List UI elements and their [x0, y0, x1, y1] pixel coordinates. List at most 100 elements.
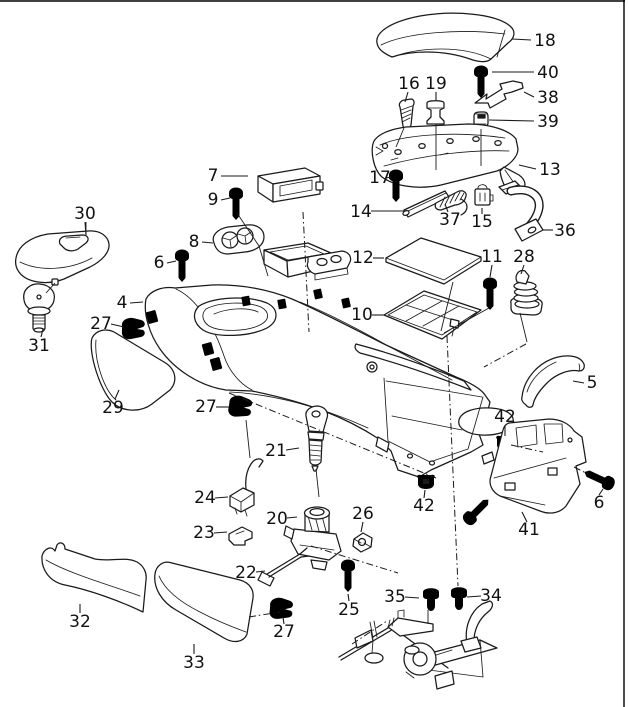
part-number[interactable]: 36 [554, 221, 576, 241]
part-label-32[interactable]: 32 [69, 604, 91, 632]
part-label-18[interactable]: 18 [511, 31, 556, 51]
part-label-33[interactable]: 33 [183, 644, 205, 673]
part-number[interactable]: 33 [183, 653, 205, 673]
part-label-28[interactable]: 28 [513, 247, 535, 275]
part-number[interactable]: 28 [513, 247, 535, 267]
part-label-17[interactable]: 17 [369, 168, 392, 188]
part-number[interactable]: 20 [266, 509, 288, 529]
part-label-24[interactable]: 24 [194, 488, 229, 508]
part-24-switch [229, 458, 264, 517]
part-label-29[interactable]: 29 [102, 389, 124, 418]
part-number[interactable]: 18 [534, 31, 556, 51]
part-4-console-body [144, 284, 514, 478]
part-label-5[interactable]: 5 [572, 373, 598, 393]
part-number[interactable]: 35 [384, 587, 406, 607]
part-number[interactable]: 39 [537, 112, 559, 132]
part-29-side-panel [90, 329, 176, 411]
leader-line [598, 488, 604, 496]
leader-line [385, 176, 392, 179]
part-label-39[interactable]: 39 [488, 112, 559, 132]
part-number[interactable]: 32 [69, 612, 91, 632]
part-number[interactable]: 10 [351, 305, 373, 325]
part-label-41[interactable]: 41 [518, 511, 540, 540]
part-number[interactable]: 29 [102, 398, 124, 418]
part-number[interactable]: 27 [273, 622, 295, 642]
leader-line [488, 119, 535, 122]
part-18-armrest-lid [376, 12, 515, 63]
part-number[interactable]: 12 [352, 248, 374, 268]
part-label-35[interactable]: 35 [384, 587, 420, 607]
part-label-38[interactable]: 38 [523, 88, 559, 108]
part-number[interactable]: 22 [235, 563, 257, 583]
part-number[interactable]: 9 [208, 190, 219, 210]
part-number[interactable]: 16 [398, 74, 420, 94]
part-number[interactable]: 4 [117, 293, 128, 313]
part-label-31[interactable]: 31 [28, 328, 50, 356]
part-label-42[interactable]: 42 [494, 407, 516, 436]
part-number[interactable]: 30 [74, 204, 96, 224]
part-label-20[interactable]: 20 [266, 509, 298, 529]
part-number[interactable]: 37 [439, 210, 461, 230]
part-number[interactable]: 5 [587, 373, 598, 393]
part-label-19[interactable]: 19 [425, 74, 447, 101]
part-30-cover [15, 230, 110, 286]
part-39-nut [473, 111, 489, 128]
part-number[interactable]: 26 [352, 504, 374, 524]
part-number[interactable]: 41 [518, 520, 540, 540]
part-label-11[interactable]: 11 [481, 247, 503, 278]
part-label-13[interactable]: 13 [518, 160, 561, 180]
part-label-36[interactable]: 36 [543, 221, 576, 241]
part-label-14[interactable]: 14 [350, 202, 404, 222]
part-number[interactable]: 19 [425, 74, 447, 94]
part-number[interactable]: 6 [594, 493, 605, 513]
part-label-9[interactable]: 9 [208, 190, 231, 210]
part-label-30[interactable]: 30 [74, 204, 96, 236]
part-label-34[interactable]: 34 [466, 586, 502, 606]
part-35-grommet [423, 588, 439, 611]
part-number[interactable]: 7 [208, 166, 219, 186]
part-label-8[interactable]: 8 [189, 232, 214, 252]
part-label-12[interactable]: 12 [352, 248, 384, 268]
part-label-21[interactable]: 21 [265, 441, 300, 461]
part-number[interactable]: 6 [154, 253, 165, 273]
part-label-23[interactable]: 23 [193, 523, 228, 543]
part-label-27[interactable]: 27 [195, 397, 229, 417]
part-label-15[interactable]: 15 [471, 208, 493, 232]
leader-line [423, 489, 426, 499]
part-label-4[interactable]: 4 [117, 293, 144, 313]
part-number[interactable]: 21 [265, 441, 287, 461]
part-number[interactable]: 15 [471, 212, 493, 232]
part-37-spring [434, 190, 468, 216]
part-number[interactable]: 14 [350, 202, 372, 222]
part-number[interactable]: 31 [28, 336, 50, 356]
part-label-27[interactable]: 27 [90, 314, 125, 334]
part-label-22[interactable]: 22 [235, 563, 266, 583]
part-number[interactable]: 13 [539, 160, 561, 180]
leader-line [214, 496, 229, 499]
part-label-26[interactable]: 26 [352, 504, 374, 533]
part-label-42[interactable]: 42 [413, 489, 435, 516]
part-label-16[interactable]: 16 [398, 74, 420, 103]
part-number[interactable]: 25 [338, 600, 360, 620]
part-number[interactable]: 42 [494, 407, 516, 427]
part-number[interactable]: 23 [193, 523, 215, 543]
part-number[interactable]: 27 [195, 397, 217, 417]
part-number[interactable]: 42 [413, 496, 435, 516]
part-label-6[interactable]: 6 [594, 488, 605, 513]
part-number[interactable]: 34 [480, 586, 502, 606]
part-label-6[interactable]: 6 [154, 253, 177, 273]
part-label-27[interactable]: 27 [273, 616, 295, 642]
part-label-37[interactable]: 37 [439, 203, 461, 230]
part-label-7[interactable]: 7 [208, 166, 248, 186]
part-number[interactable]: 11 [481, 247, 503, 267]
part-number[interactable]: 24 [194, 488, 216, 508]
part-27-clip [269, 597, 294, 620]
part-number[interactable]: 27 [90, 314, 112, 334]
part-number[interactable]: 40 [537, 63, 559, 83]
part-number[interactable]: 8 [189, 232, 200, 252]
part-number[interactable]: 38 [537, 88, 559, 108]
part-label-10[interactable]: 10 [351, 305, 385, 325]
part-number[interactable]: 17 [369, 168, 391, 188]
part-label-40[interactable]: 40 [492, 63, 559, 83]
part-label-25[interactable]: 25 [338, 593, 360, 620]
